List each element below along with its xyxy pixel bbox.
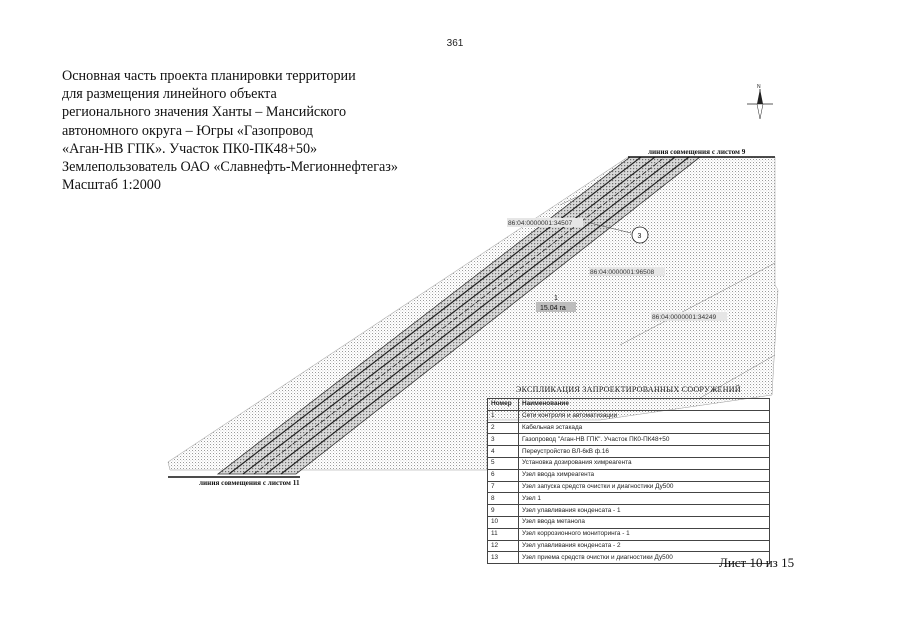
legend-header-row: Номер Наименование — [487, 398, 770, 411]
land-user-line: Землепользователь ОАО «Славнефть-Мегионн… — [62, 159, 399, 176]
title-line: «Аган-НВ ГПК». Участок ПК0-ПК48+50» — [62, 140, 318, 157]
legend-header-number: Номер — [487, 398, 519, 411]
legend-header-name: Наименование — [518, 398, 770, 411]
page-number: 361 — [446, 38, 464, 49]
pipeline-route-line — [242, 156, 656, 475]
structure-callout-number: 3 — [638, 233, 642, 240]
legend-row-name: Переустройство ВЛ-6кВ ф.16 — [518, 445, 770, 458]
pipeline-route-line — [265, 156, 676, 475]
legend-row-name: Узел запуска средств очистки и диагности… — [518, 480, 770, 494]
pipeline-route-line — [228, 156, 642, 475]
legend-row-name: Узел коррозионного мониторинга - 1 — [518, 527, 770, 541]
legend-row-number: 8 — [487, 492, 519, 506]
pipeline-route-line — [280, 156, 690, 475]
legend-row-name: Сети контроля и автоматизации — [518, 409, 770, 423]
legend-row-name: Кабельная эстакада — [518, 421, 770, 435]
legend-row-name: Узел ввода химреагента — [518, 468, 770, 482]
seam-label-top: линия совмещения с листом 9 — [648, 148, 746, 156]
legend-row-number: 1 — [487, 409, 519, 423]
legend-row-number: 3 — [487, 433, 519, 447]
legend-title: ЭКСПЛИКАЦИЯ ЗАПРОЕКТИРОВАННЫХ СООРУЖЕНИЙ — [516, 385, 741, 394]
zone-area-label: 15.04 га — [540, 305, 566, 312]
title-line: для размещения линейного объекта — [62, 86, 277, 103]
pipeline-axis — [253, 156, 666, 475]
legend-row-number: 13 — [487, 551, 519, 565]
legend-row-number: 6 — [487, 468, 519, 482]
legend-block: ЭКСПЛИКАЦИЯ ЗАПРОЕКТИРОВАННЫХ СООРУЖЕНИЙ… — [487, 383, 770, 565]
legend-row-number: 12 — [487, 539, 519, 553]
sheet-number-label: Лист 10 из 15 — [719, 555, 795, 570]
parcel-boundary-line — [699, 354, 776, 399]
legend-row-number: 7 — [487, 480, 519, 494]
parcel-label: 86:04:0000001:96508 — [590, 269, 655, 276]
legend-row-name: Узел улавливания конденсата - 2 — [518, 539, 770, 553]
legend-row-name: Узел 1 — [518, 492, 770, 506]
parcel-label: 86:04:0000001:34507 — [508, 220, 573, 227]
zone-label-box — [536, 302, 576, 312]
structure-callout-circle — [631, 226, 649, 244]
zone-number: 1 — [554, 295, 558, 302]
legend-row-number: 9 — [487, 504, 519, 517]
legend-row-name: Газопровод "Аган-НВ ГПК". Участок ПК0-ПК… — [518, 433, 770, 447]
legend-row-number: 2 — [487, 421, 519, 435]
north-arrow-icon: N — [747, 84, 773, 120]
callout-leader-line — [589, 222, 632, 234]
legend-row-name: Узел ввода метанола — [518, 515, 770, 529]
document-title-block: Основная часть проекта планировки террит… — [62, 67, 442, 194]
title-line: Основная часть проекта планировки террит… — [62, 68, 356, 84]
seam-label-bottom: линия совмещения с листом 11 — [199, 479, 300, 487]
legend-row-number: 11 — [487, 527, 519, 541]
parcel-boundary-line — [619, 262, 776, 346]
title-line: автономного округа – Югры «Газопровод — [62, 122, 313, 139]
legend-row-number: 5 — [487, 456, 519, 470]
scale-line: Масштаб 1:2000 — [62, 177, 161, 194]
parcel-label: 86:04:0000001:34249 — [652, 314, 717, 321]
legend-row-name: Узел улавливания конденсата - 1 — [518, 504, 770, 517]
title-line: регионального значения Ханты – Мансийско… — [62, 104, 347, 121]
parcel-boundary-line — [167, 156, 629, 463]
legend-row-name: Установка дозирования химреагента — [518, 456, 770, 470]
north-label: N — [757, 84, 761, 90]
legend-row-name: Узел приема средств очистки и диагностик… — [518, 551, 770, 565]
legend-row-number: 4 — [487, 445, 519, 458]
legend-row-number: 10 — [487, 515, 519, 529]
